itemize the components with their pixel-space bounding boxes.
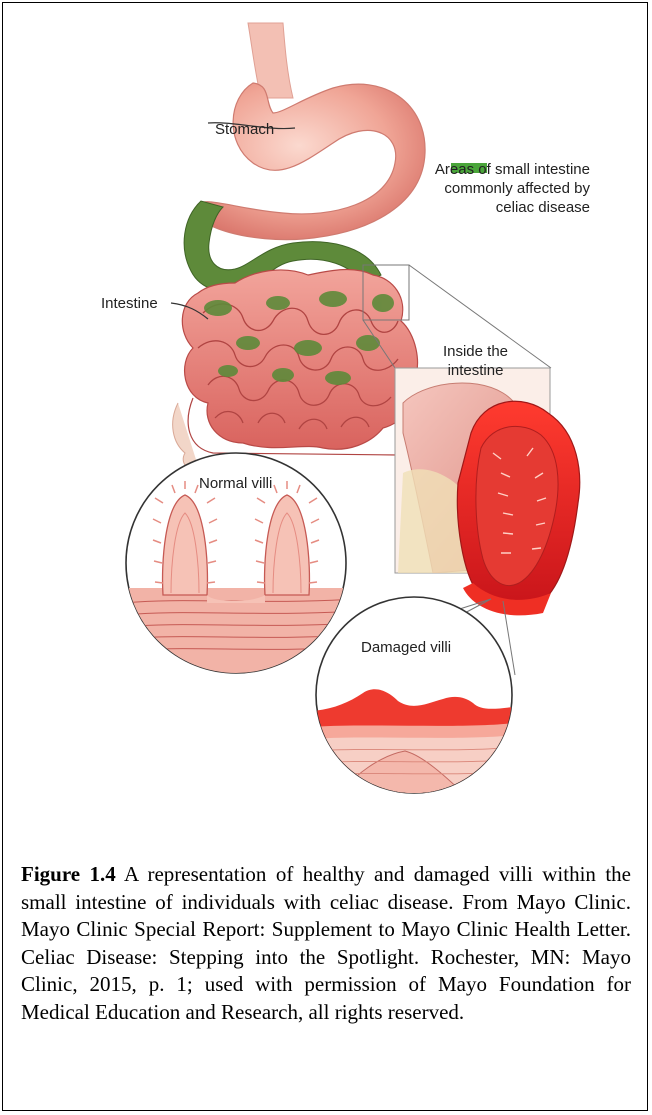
inside-intestine-panel xyxy=(395,368,580,615)
small-intestine xyxy=(182,270,417,455)
stomach-shape xyxy=(196,83,425,240)
caption-label: Figure 1.4 xyxy=(21,862,116,886)
caption-text: A representation of healthy and damaged … xyxy=(21,862,631,1024)
intestine-label: Intestine xyxy=(101,295,158,314)
damaged-villi-label: Damaged villi xyxy=(361,639,451,658)
stomach-label: Stomach xyxy=(215,121,274,140)
celiac-illustration xyxy=(3,3,649,833)
inside-intestine-label: Inside the intestine xyxy=(428,343,523,381)
figure-caption: Figure 1.4 A representation of healthy a… xyxy=(21,861,631,1026)
damaged-villi-panel xyxy=(313,597,513,803)
normal-villi-label: Normal villi xyxy=(199,475,272,494)
legend-text: Areas of small intestine commonly affect… xyxy=(425,161,590,217)
